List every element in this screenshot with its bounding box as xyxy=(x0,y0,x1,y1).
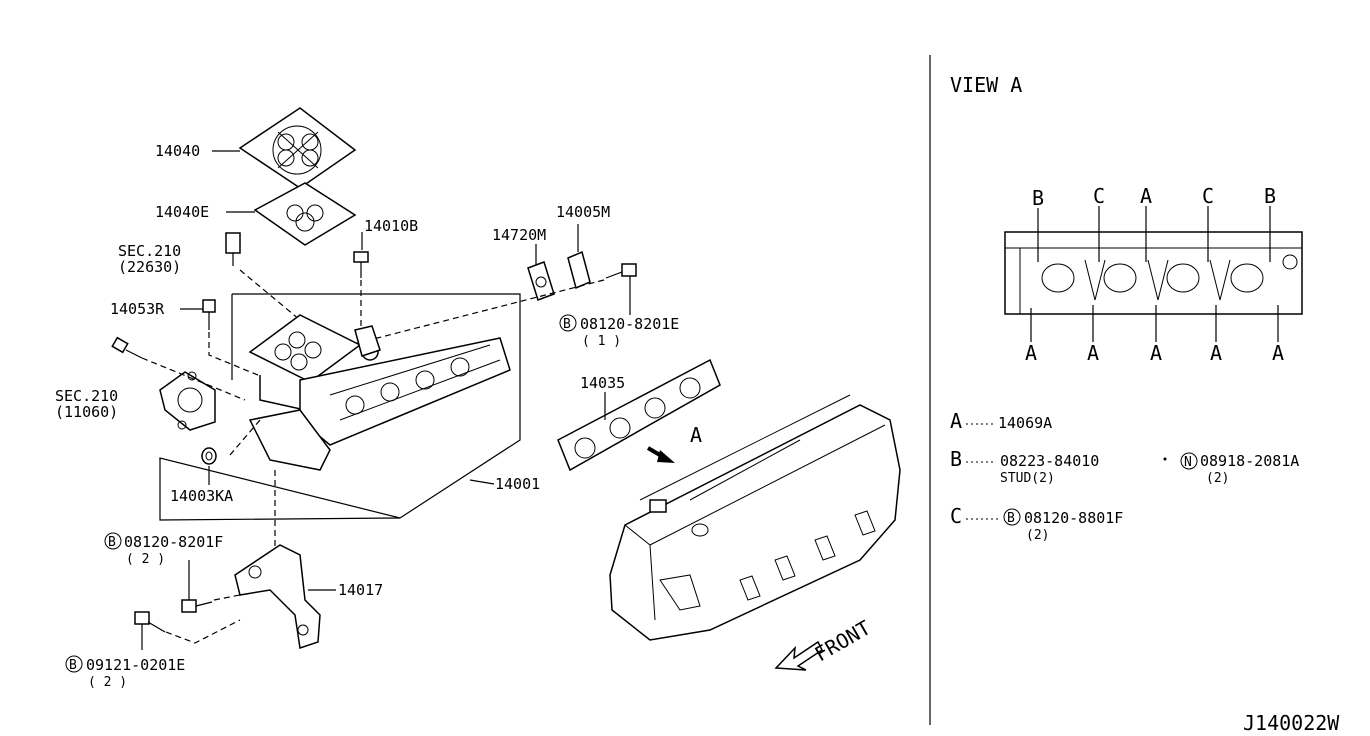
view-a-head-outline xyxy=(1004,231,1303,315)
view-a-title: VIEW A xyxy=(950,73,1022,97)
legend-value-c: 08120-8801F xyxy=(1024,509,1123,527)
bolt-symbol-letter: B xyxy=(69,658,77,673)
label-sec210-a: SEC.210 xyxy=(118,242,181,260)
bolt-symbol-icon xyxy=(559,314,577,332)
legend-value-a: 14069A xyxy=(998,414,1052,432)
label-bolt-08120-8201F: 08120-8201F xyxy=(124,533,223,551)
legend-sub-b: STUD(2) xyxy=(1000,471,1055,486)
label-sec210-b-ref: (11060) xyxy=(55,403,118,421)
legend-key-a: A xyxy=(950,409,962,433)
gasket-14035 xyxy=(557,358,721,472)
bolt-symbol-icon xyxy=(104,532,122,550)
view-a-bottom-label: A xyxy=(1210,341,1222,365)
label-view-ref-a: A xyxy=(690,423,702,447)
label-bolt-08120-8201E: 08120-8201E xyxy=(580,315,679,333)
view-a-top-label: C xyxy=(1202,184,1214,208)
bolt-symbol-letter: B xyxy=(108,535,116,550)
view-a-top-label: C xyxy=(1093,184,1105,208)
bolt-housing xyxy=(111,336,143,359)
qty-bolt-08120-8201E: ( 1 ) xyxy=(582,334,621,349)
bracket-14005M xyxy=(567,250,591,290)
view-a-legend: A 14069A B 08223-84010 STUD(2) N 08918-2… xyxy=(950,409,1299,543)
thermostat-housing-11060 xyxy=(159,371,216,431)
qty-bolt-08120-8201F: ( 2 ) xyxy=(126,552,165,567)
label-14017: 14017 xyxy=(338,581,383,599)
gasket-14040E xyxy=(253,182,357,246)
bolt-symbol-icon xyxy=(65,655,83,673)
label-14040E: 14040E xyxy=(155,203,209,221)
label-14003KA: 14003KA xyxy=(170,487,233,505)
bracket-14017 xyxy=(234,544,321,649)
legend-alt-b: 08918-2081A xyxy=(1200,452,1299,470)
view-a-top-label: B xyxy=(1032,186,1044,210)
label-sec210-a-ref: (22630) xyxy=(118,258,181,276)
nut-symbol-icon xyxy=(1180,452,1198,470)
view-a-bottom-leaders xyxy=(1030,305,1279,342)
view-a-arrow-icon xyxy=(646,446,675,463)
view-a-top-label: A xyxy=(1140,184,1152,208)
view-a-bottom-label: A xyxy=(1087,341,1099,365)
legend-value-b: 08223-84010 xyxy=(1000,452,1099,470)
label-bolt-09121-0201E: 09121-0201E xyxy=(86,656,185,674)
legend-qty-c: (2) xyxy=(1026,528,1049,543)
label-front: FRONT xyxy=(811,615,875,666)
view-a-bottom-label: A xyxy=(1272,341,1284,365)
legend-alt-b-qty: (2) xyxy=(1206,471,1229,486)
label-sec210-b: SEC.210 xyxy=(55,387,118,405)
label-14035: 14035 xyxy=(580,374,625,392)
plug-14003KA xyxy=(201,447,217,465)
legend-key-b: B xyxy=(950,447,962,471)
view-a-top-label: B xyxy=(1264,184,1276,208)
gasket-14720M xyxy=(527,261,555,301)
label-14720M: 14720M xyxy=(492,226,546,244)
bolt-symbol-letter: B xyxy=(563,317,571,332)
label-14005M: 14005M xyxy=(556,203,610,221)
bolt-09121-0201E xyxy=(134,611,166,633)
label-14010B: 14010B xyxy=(364,217,418,235)
label-14040: 14040 xyxy=(155,142,200,160)
bolt-08120-8201E xyxy=(605,263,637,279)
legend-key-c: C xyxy=(950,504,962,528)
screw-14010B xyxy=(353,251,369,278)
label-14001: 14001 xyxy=(495,475,540,493)
view-a-bottom-label: A xyxy=(1150,341,1162,365)
bolt-14053R xyxy=(202,299,216,330)
qty-bolt-09121-0201E: ( 2 ) xyxy=(88,675,127,690)
front-arrow-icon xyxy=(774,640,823,671)
view-a-top-leaders xyxy=(1037,206,1271,262)
label-14053R: 14053R xyxy=(110,300,165,318)
diagram-id: J140022W xyxy=(1243,711,1340,735)
view-a-bottom-label: A xyxy=(1025,341,1037,365)
bolt-symbol-icon xyxy=(1003,508,1021,526)
nut-symbol-letter: N xyxy=(1184,455,1192,470)
gasket-14040 xyxy=(238,107,357,189)
bolt-symbol-letter: B xyxy=(1007,511,1015,526)
intake-manifold-14001 xyxy=(248,314,511,471)
sensor-22630 xyxy=(225,232,241,266)
cylinder-head xyxy=(609,394,901,641)
bolt-08120-8201F xyxy=(181,599,213,613)
